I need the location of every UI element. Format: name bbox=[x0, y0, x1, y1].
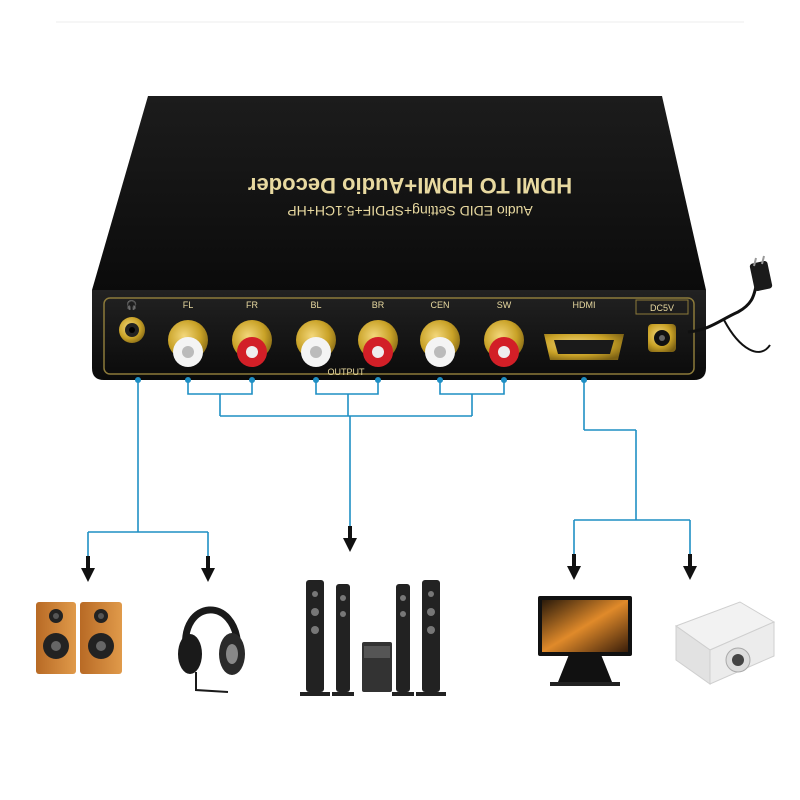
device-title: HDMI TO HDMI+Audio Decoder bbox=[248, 173, 573, 198]
arrow-down-icon bbox=[343, 526, 357, 552]
dc-label-box bbox=[635, 299, 689, 315]
hdmi-port bbox=[544, 334, 624, 360]
arrow-icons bbox=[81, 526, 697, 582]
port-label-bl: BL bbox=[310, 300, 321, 310]
headphones-icon bbox=[178, 606, 245, 693]
dc-label: DC5V bbox=[650, 303, 674, 313]
arrow-down-icon bbox=[81, 556, 95, 582]
rca-fr bbox=[232, 320, 272, 367]
rca-bl bbox=[296, 320, 336, 367]
tv-icon bbox=[538, 596, 632, 686]
rca-sw bbox=[484, 320, 524, 367]
wire-node-dots bbox=[135, 377, 587, 383]
connection-wires bbox=[87, 380, 691, 560]
arrow-down-icon bbox=[683, 554, 697, 580]
front-panel-frame bbox=[103, 297, 695, 375]
arrow-down-icon bbox=[567, 554, 581, 580]
arrow-down-icon bbox=[201, 556, 215, 582]
port-label-fr: FR bbox=[246, 300, 258, 310]
projector-icon bbox=[674, 601, 776, 685]
decoder-device: HDMI TO HDMI+Audio Decoder Audio EDID Se… bbox=[92, 96, 706, 380]
output-label: OUTPUT bbox=[328, 367, 366, 377]
rca-br bbox=[358, 320, 398, 367]
home-theater-speakers-icon bbox=[300, 580, 446, 696]
port-label-sw: SW bbox=[497, 300, 512, 310]
port-label-cen: CEN bbox=[430, 300, 449, 310]
device-top-face bbox=[92, 96, 706, 290]
rca-fl bbox=[168, 320, 208, 367]
dc-power-port bbox=[648, 324, 676, 352]
hdmi-port-label: HDMI bbox=[573, 300, 596, 310]
port-label-fl: FL bbox=[183, 300, 194, 310]
rca-cen bbox=[420, 320, 460, 367]
bookshelf-speakers-icon bbox=[36, 602, 122, 674]
port-label-br: BR bbox=[372, 300, 385, 310]
headphone-port-icon: 🎧 bbox=[126, 299, 137, 310]
device-subtitle: Audio EDID Setting+SPDIF+5.1CH+HP bbox=[287, 203, 533, 219]
power-adapter-icon bbox=[687, 255, 773, 353]
headphone-jack bbox=[119, 317, 145, 343]
